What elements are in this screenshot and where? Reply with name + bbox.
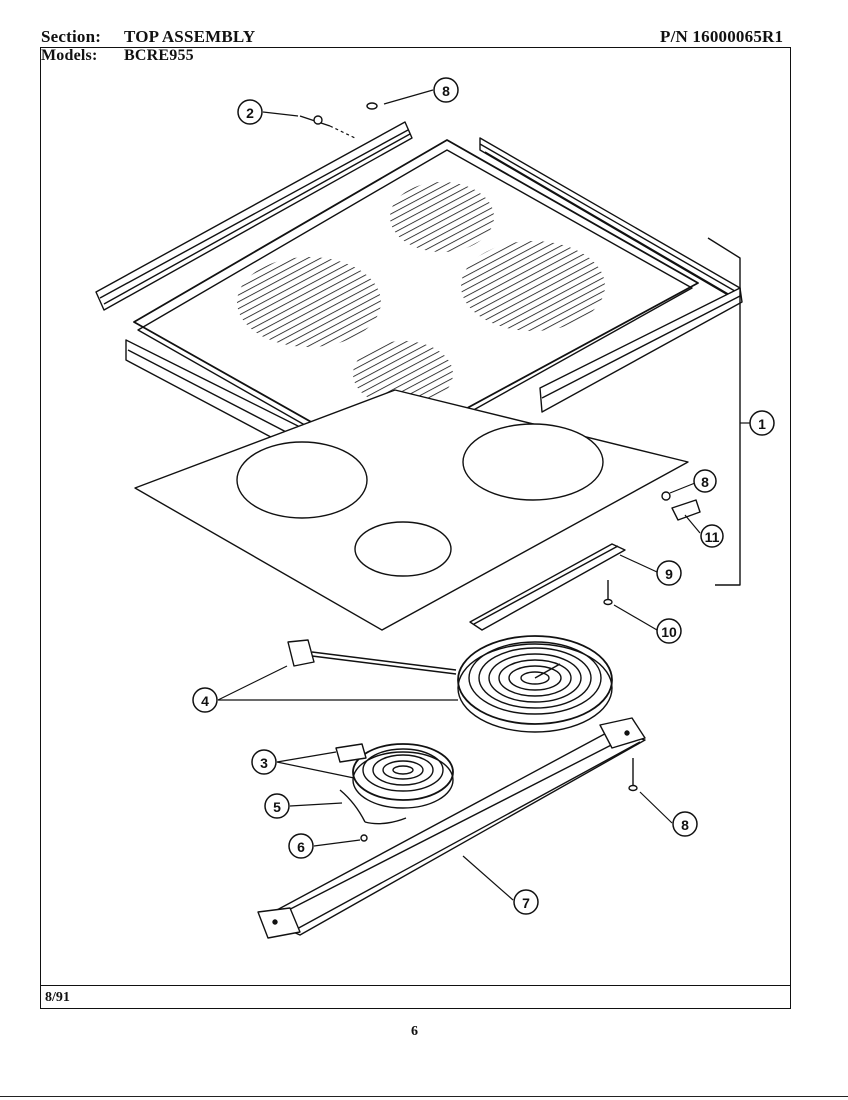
burner-zone-left-large bbox=[237, 257, 381, 347]
insulation-sheet bbox=[134, 389, 689, 631]
callout-label: 8 bbox=[701, 474, 709, 490]
callout-label: 8 bbox=[681, 817, 689, 833]
callout-3 bbox=[251, 749, 277, 775]
callout-8-mid bbox=[693, 469, 717, 493]
callout-8-top bbox=[433, 77, 459, 103]
element-support-bar bbox=[257, 717, 646, 939]
callout-10 bbox=[656, 618, 682, 644]
callout-2 bbox=[237, 99, 263, 125]
glass-cooktop bbox=[133, 139, 699, 466]
models-label: Models: bbox=[41, 47, 98, 64]
group-bracket-1 bbox=[707, 237, 741, 586]
part-number: P/N 16000065R1 bbox=[660, 27, 784, 46]
callout-label: 2 bbox=[246, 105, 254, 121]
callout-label: 6 bbox=[297, 839, 305, 855]
callout-9 bbox=[656, 560, 682, 586]
section-title: TOP ASSEMBLY bbox=[124, 27, 256, 46]
callout-7 bbox=[513, 889, 539, 915]
callout-label: 3 bbox=[260, 755, 268, 771]
callout-label: 1 bbox=[758, 416, 766, 432]
callout-1 bbox=[749, 410, 775, 436]
right-front-trim bbox=[539, 287, 743, 413]
burner-zone-rear-small bbox=[390, 182, 494, 252]
large-heating-element bbox=[457, 635, 613, 733]
rear-trim-rail bbox=[95, 121, 413, 311]
screw-6 bbox=[360, 834, 368, 842]
small-element-limiter bbox=[335, 743, 367, 763]
callout-4 bbox=[192, 687, 218, 713]
small-heating-element bbox=[352, 743, 454, 809]
callout-label: 9 bbox=[665, 566, 673, 582]
callout-6 bbox=[288, 833, 314, 859]
large-element-limiter bbox=[287, 639, 457, 675]
callout-label: 7 bbox=[522, 895, 530, 911]
callout-8-bottom bbox=[672, 811, 698, 837]
clip-part bbox=[661, 491, 701, 521]
page-number: 6 bbox=[411, 1024, 418, 1039]
element-clip-wire bbox=[339, 789, 407, 825]
revision-date: 8/91 bbox=[45, 990, 70, 1005]
diagram-frame bbox=[40, 47, 791, 1009]
callout-label: 5 bbox=[273, 799, 281, 815]
screw-8-lower bbox=[628, 758, 638, 792]
screw-2 bbox=[299, 115, 331, 127]
burner-zone-right-large bbox=[461, 241, 605, 331]
models-value: BCRE955 bbox=[124, 47, 194, 64]
callout-11 bbox=[700, 524, 724, 548]
footer-divider bbox=[40, 985, 791, 986]
callout-label: 4 bbox=[201, 693, 209, 709]
callout-label: 11 bbox=[705, 529, 720, 545]
page-bottom-rule bbox=[0, 1096, 848, 1097]
burner-zone-front-small bbox=[353, 341, 453, 407]
support-bracket bbox=[469, 543, 626, 631]
callout-5 bbox=[264, 793, 290, 819]
callout-label: 10 bbox=[661, 624, 677, 640]
callout-label: 8 bbox=[442, 83, 450, 99]
screw-8-top bbox=[366, 102, 378, 110]
screw-10 bbox=[603, 580, 613, 606]
section-label: Section: bbox=[41, 27, 102, 46]
